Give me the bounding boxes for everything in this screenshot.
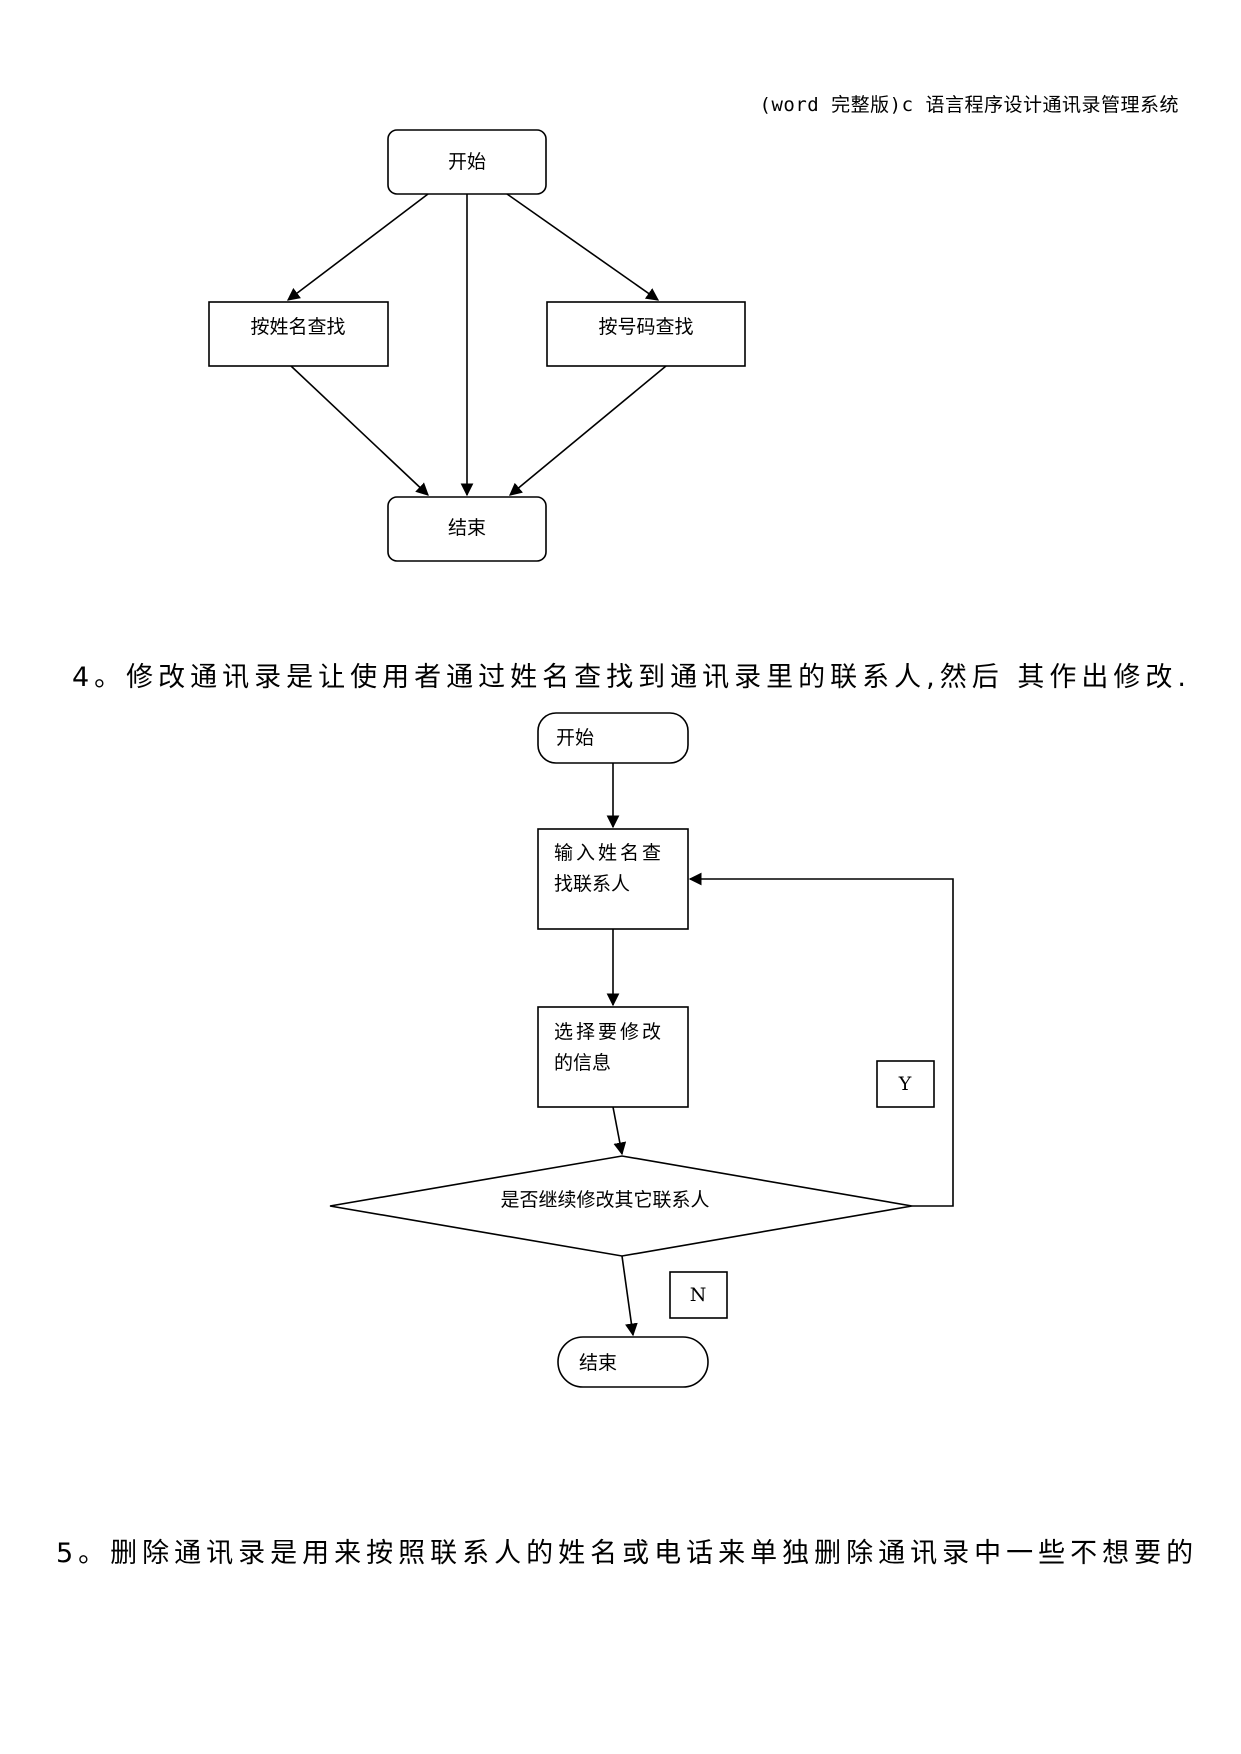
fc1-arrow-start-to-name bbox=[286, 193, 429, 301]
fc1-end-label: 结束 bbox=[448, 517, 486, 539]
fc2-input-label-line1: 输入姓名查 bbox=[554, 842, 664, 864]
fc1-arrow-number-to-end bbox=[509, 365, 667, 496]
fc1-end-node bbox=[387, 496, 547, 562]
fc1-by-name-label: 按姓名查找 bbox=[250, 316, 345, 338]
fc2-input-label-line2: 找联系人 bbox=[554, 873, 630, 895]
fc2-arrow-yes-loop bbox=[688, 872, 954, 1207]
fc1-by-name-node bbox=[208, 301, 389, 367]
fc1-by-number-node bbox=[546, 301, 746, 367]
fc2-no-label: N bbox=[690, 1284, 707, 1306]
modify-flowchart bbox=[329, 712, 954, 1388]
fc2-yes-box bbox=[876, 1060, 935, 1108]
fc1-start-label: 开始 bbox=[448, 151, 486, 173]
fc1-by-number-label: 按号码查找 bbox=[598, 316, 693, 338]
fc2-no-box bbox=[669, 1271, 728, 1319]
fc2-select-label-line2: 的信息 bbox=[554, 1052, 611, 1074]
fc2-end-label: 结束 bbox=[579, 1352, 617, 1374]
fc2-end-node bbox=[557, 1336, 709, 1388]
search-flowchart bbox=[208, 129, 746, 562]
document-header: (word 完整版)c 语言程序设计通讯录管理系统 bbox=[759, 94, 1179, 116]
fc2-yes-label: Y bbox=[898, 1073, 912, 1095]
fc1-arrow-start-to-number bbox=[506, 193, 660, 301]
fc2-start-label: 开始 bbox=[556, 727, 594, 749]
fc2-select-label-line1: 选择要修改 bbox=[554, 1021, 664, 1043]
paragraph-5: 5。删除通讯录是用来按照联系人的姓名或电话来单独删除通讯录中一些不想要的 bbox=[56, 1538, 1199, 1569]
fc2-decision-label: 是否继续修改其它联系人 bbox=[500, 1189, 709, 1211]
fc2-arrow-decision-to-end bbox=[621, 1255, 638, 1337]
paragraph-4: 4。修改通讯录是让使用者通过姓名查找到通讯录里的联系人,然后 其作出修改. bbox=[72, 662, 1191, 693]
fc2-arrow-select-to-decision bbox=[612, 1106, 627, 1156]
fc1-arrow-name-to-end bbox=[290, 365, 429, 496]
